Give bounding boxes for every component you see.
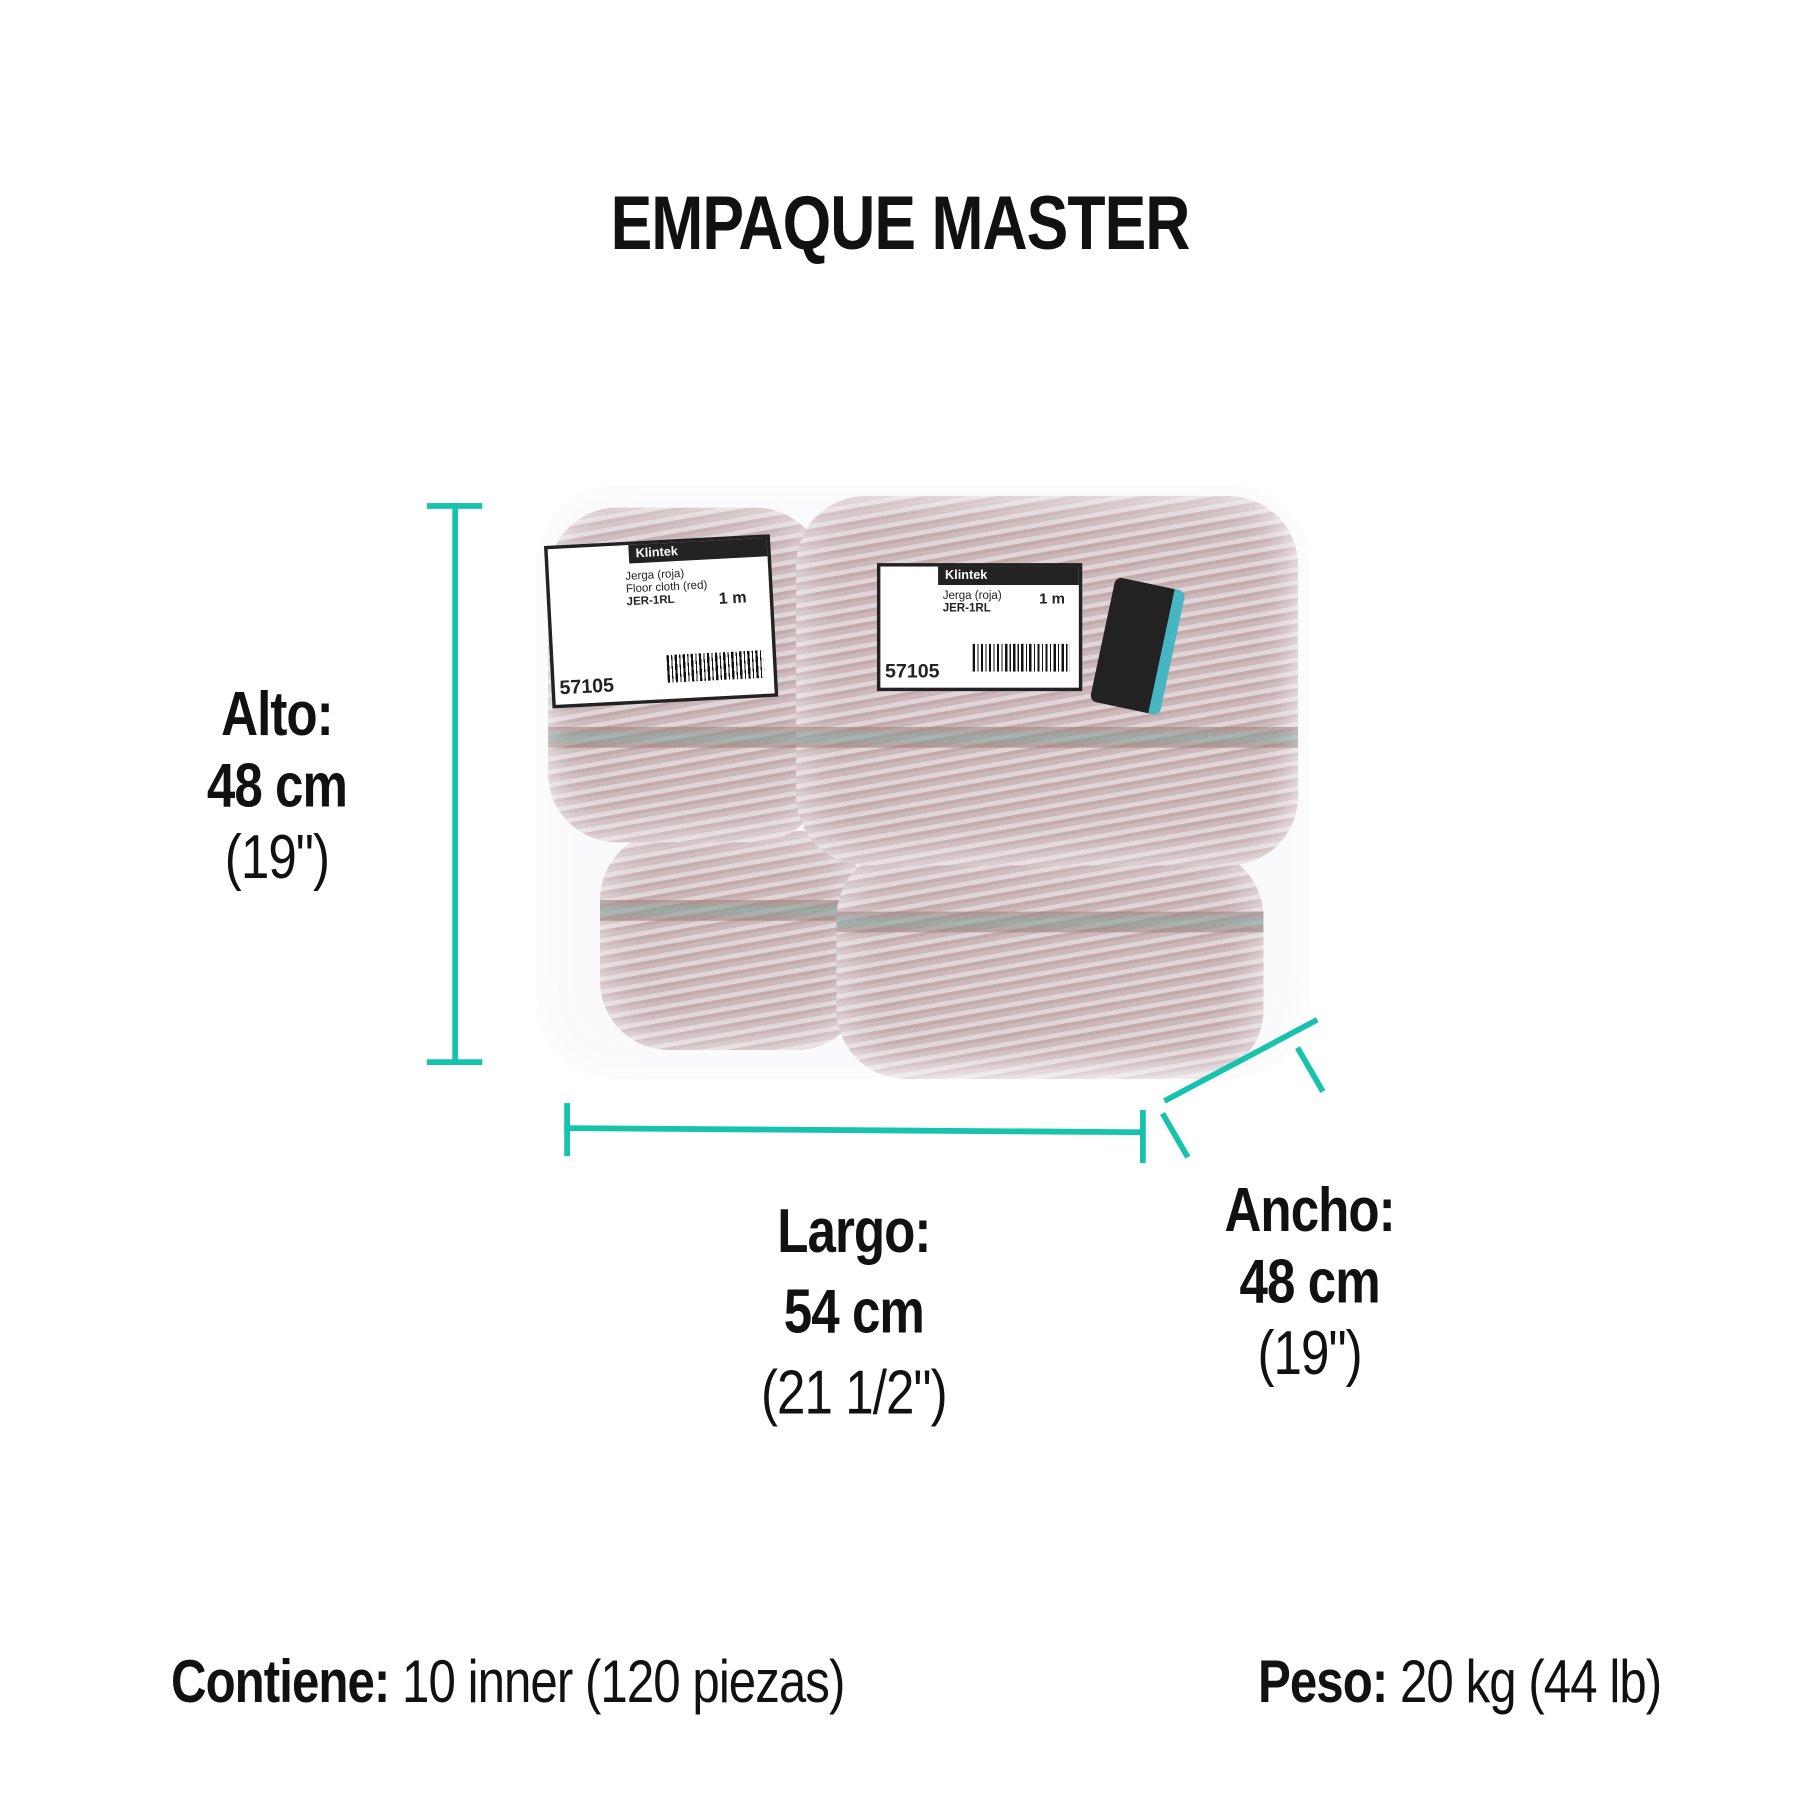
height-dimension: Alto: 48 cm (19") — [163, 678, 390, 893]
page-title: EMPAQUE MASTER — [610, 179, 1191, 266]
product-label: Klintek Jerga (roja) Floor cloth (red) 1… — [543, 534, 779, 709]
barcode — [666, 650, 765, 683]
product-name: Jerga (roja) — [942, 589, 1002, 603]
contents-label: Contiene: — [170, 1648, 390, 1716]
length-label: Largo: — [777, 1196, 931, 1266]
length-imperial: (21 1/2") — [760, 1358, 948, 1428]
length-dimension: Largo: 54 cm (21 1/2") — [721, 1195, 986, 1428]
width-imperial: (19") — [1257, 1318, 1362, 1389]
weight-info: Peso: 20 kg (44 lb) — [1218, 1648, 1701, 1717]
brand-text: Klintek — [938, 566, 1079, 585]
width-metric: 48 cm — [1239, 1247, 1381, 1317]
bundle — [599, 830, 866, 1050]
barcode — [972, 643, 1070, 672]
contents-info: Contiene: 10 inner (120 piezas) — [148, 1648, 867, 1717]
product-code: JER-1RL — [942, 602, 991, 615]
brand-text: Klintek — [628, 537, 768, 564]
height-metric: 48 cm — [206, 751, 348, 821]
height-label: Alto: — [221, 679, 334, 749]
height-measure-cap — [426, 1059, 483, 1065]
product-sku: 57105 — [558, 674, 615, 699]
weight-value: 20 kg (44 lb) — [1400, 1648, 1662, 1716]
length-measure-line — [564, 1125, 1145, 1136]
product-sku: 57105 — [884, 659, 940, 682]
weight-label: Peso: — [1258, 1648, 1388, 1716]
length-metric: 54 cm — [783, 1277, 925, 1347]
height-imperial: (19") — [224, 822, 330, 892]
product-label: Klintek Jerga (roja) 1 m JER-1RL 57105 — [876, 563, 1083, 692]
bundle — [836, 848, 1264, 1079]
product-size: 1 m — [718, 587, 747, 608]
width-dimension: Ancho: 48 cm (19") — [1191, 1175, 1428, 1390]
length-measure-cap — [1139, 1109, 1146, 1164]
height-measure-line — [452, 503, 459, 1065]
contents-value: 10 inner (120 piezas) — [402, 1648, 845, 1716]
width-label: Ancho: — [1224, 1175, 1395, 1245]
width-measure-cap — [1295, 1046, 1326, 1094]
width-measure-cap — [1160, 1111, 1191, 1159]
product-size: 1 m — [1039, 589, 1065, 607]
